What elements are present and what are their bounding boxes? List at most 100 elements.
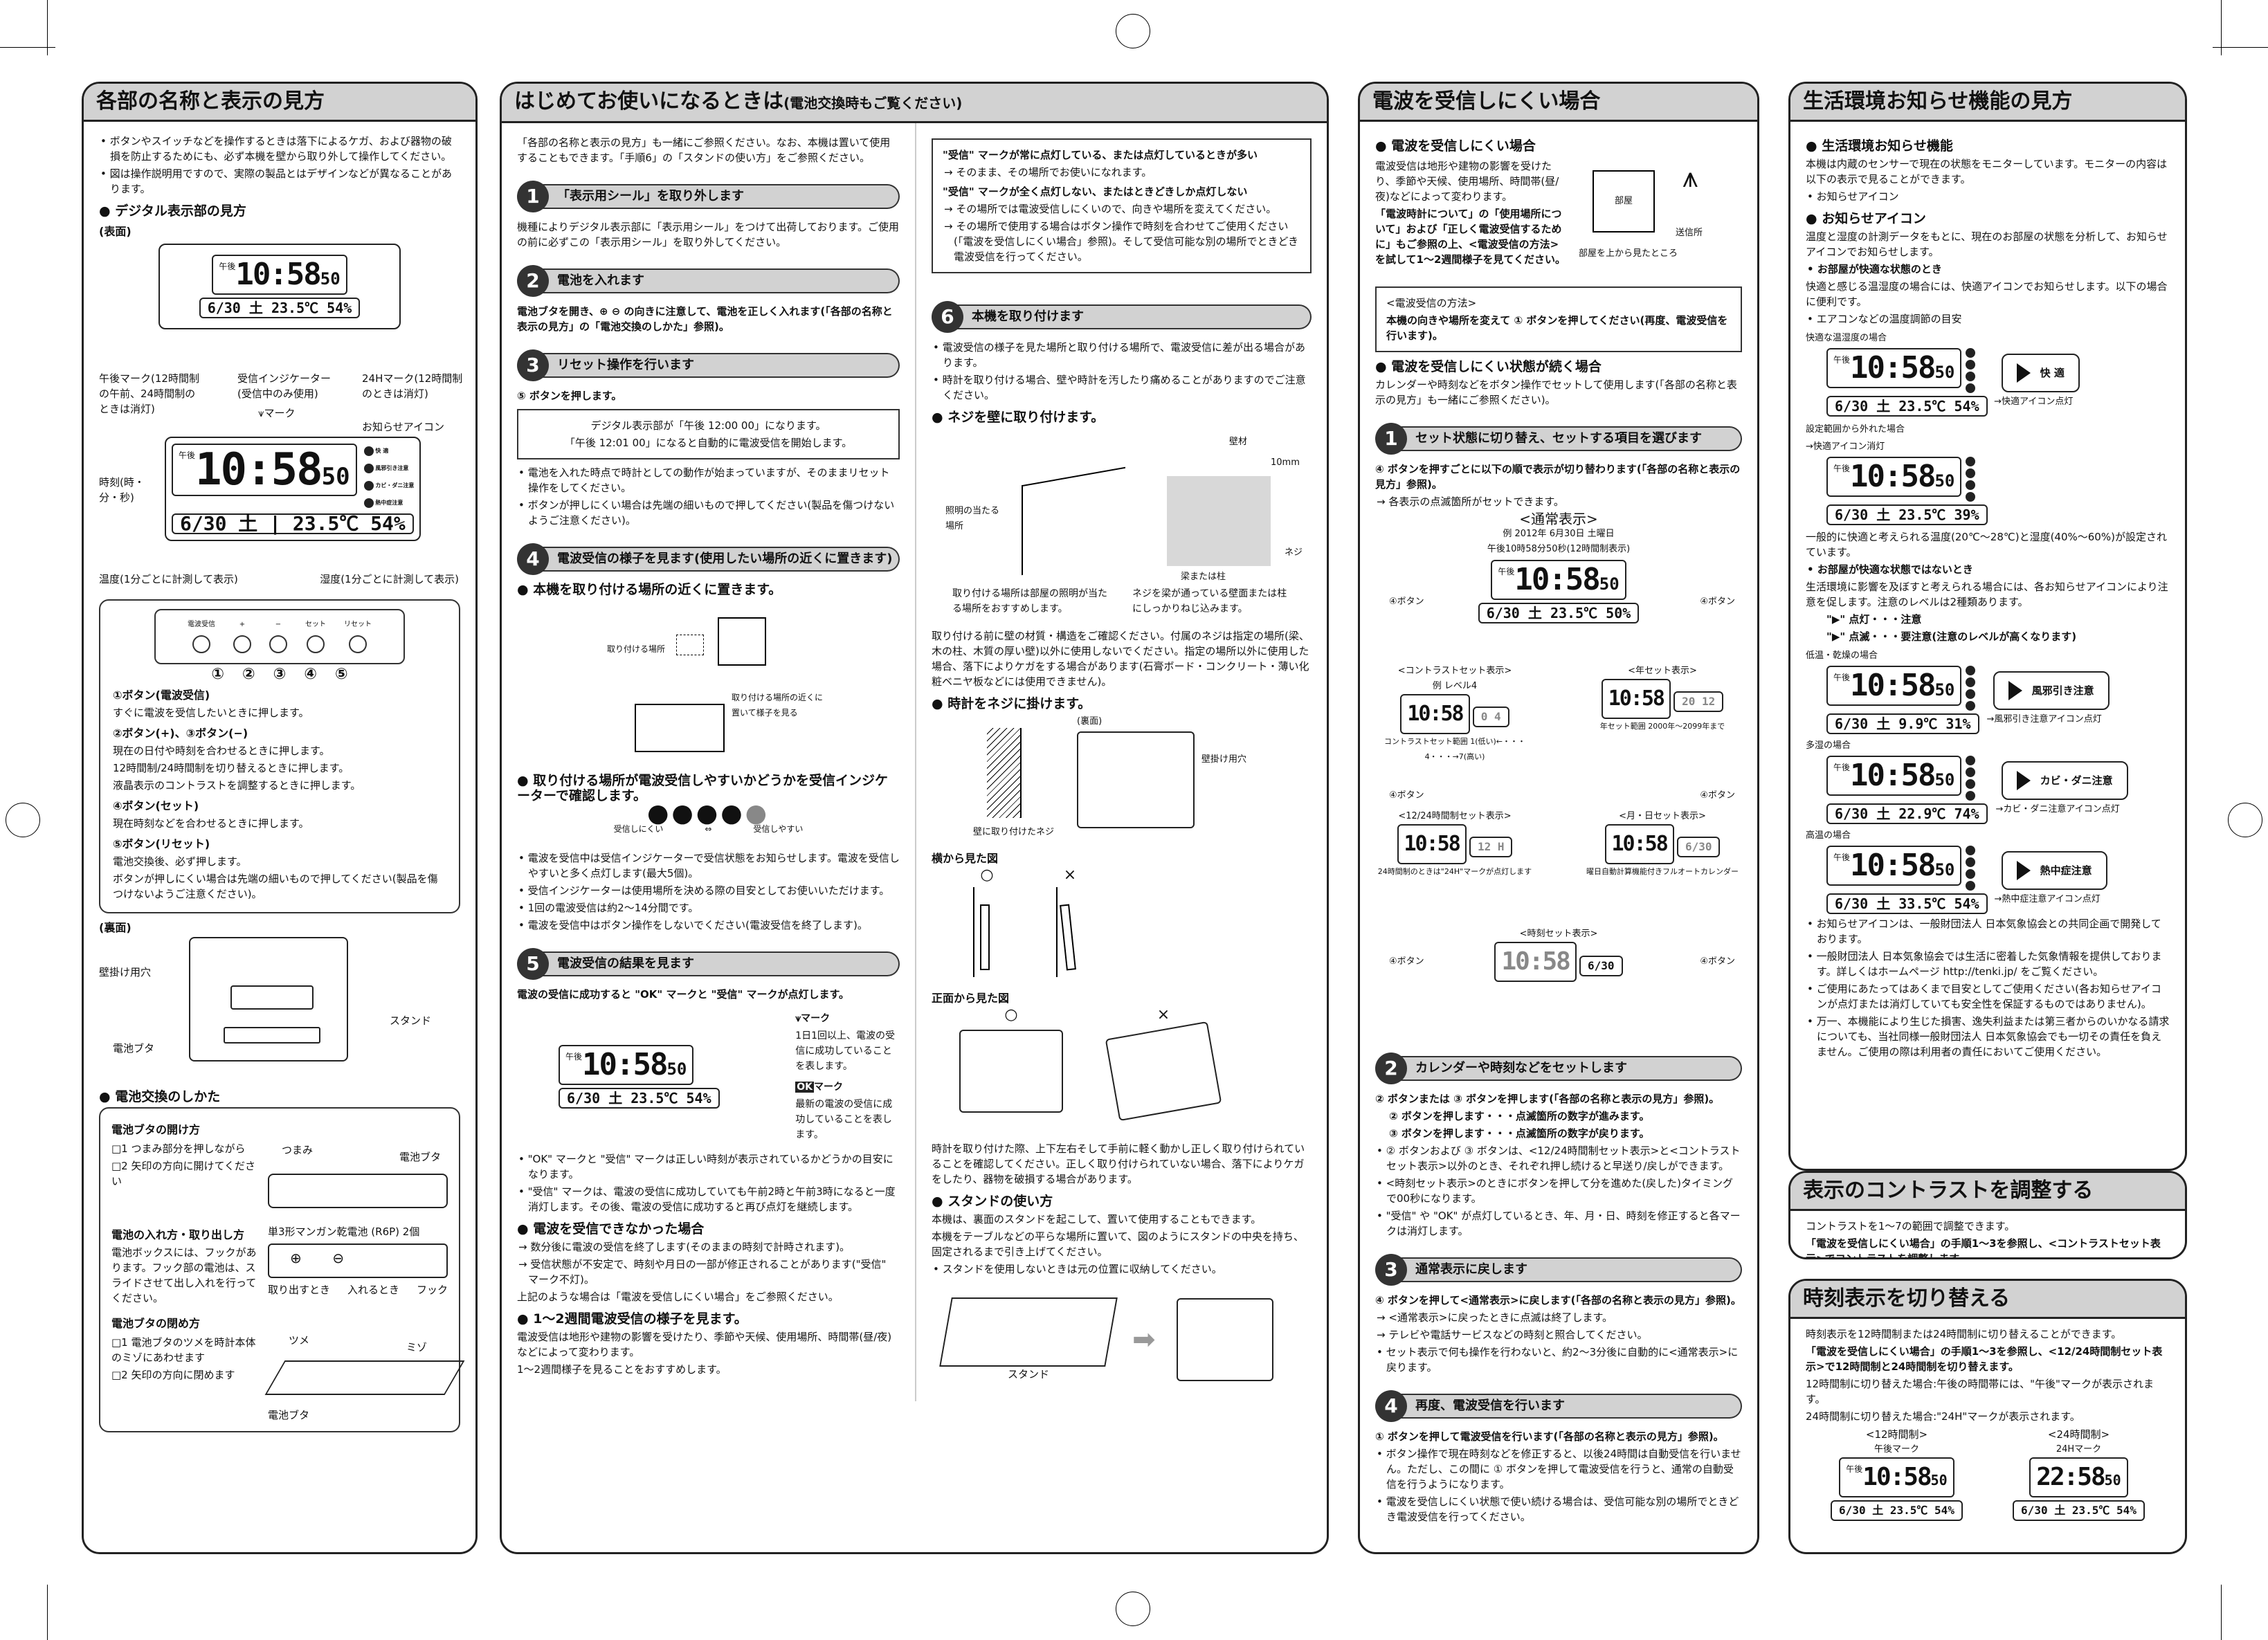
stand-illustration: スタンド ➡ [939, 1288, 1312, 1392]
crop-mark [2213, 47, 2268, 48]
clock-back-illustration: 壁掛け用穴 スタンド 電池ブタ [99, 937, 460, 1082]
screw-heading: ネジを壁に取り付けます。 [932, 410, 1312, 425]
week-text: 1〜2週間様子を見ることをおすすめします。 [517, 1363, 727, 1376]
close-step: □2 矢印の方向に閉めます [111, 1369, 235, 1381]
note: お知らせアイコンは、一般財団法人 日本気象協会との共同企画で開発しております。 [1806, 916, 2170, 947]
panel-poor-reception: 電波を受信しにくい場合 電波を受信しにくい場合 電波受信は地形や建物の影響を受け… [1358, 82, 1759, 1554]
label-tower-mark: ⩛マーク [258, 407, 296, 419]
section-heading: 電波を受信しにくい場合 [1375, 138, 1742, 154]
callout-num: ⑤ [334, 666, 348, 683]
note: 電波を受信しにくい状態で使い続ける場合は、受信可能な別の場所でときどき電波受信を… [1375, 1494, 1742, 1524]
format-24h: <24時間制> 24Hマーク 22:5850 6/30 土 23.5℃ 54% [2013, 1427, 2145, 1521]
subheading: お部屋が快適な状態のとき [1806, 262, 2170, 277]
text: 本機は内蔵のセンサーで現在の状態をモニターしています。モニターの内容は以下の表示… [1806, 158, 2168, 185]
battery-heading: 電池交換のしかた [99, 1089, 460, 1104]
button-reset[interactable]: リセット [344, 617, 372, 656]
level: "▶" 点灯・・・注意 [1826, 613, 1922, 626]
fail-item: 受信状態が不安定で、時刻や月日の一部が修正されることがあります("受信" マーク… [517, 1257, 900, 1287]
text-bold: 「電波を受信しにくい場合」の手順1〜3を参照し、<コントラストセット表示>でコン… [1806, 1237, 2161, 1259]
text-bold: 「電波時計について」の「使用場所について」および「正しく電波受信するために」もご… [1375, 208, 1566, 266]
clock-front-illustration: 午後10:5850 6/30 土 23.5℃ 54% [158, 244, 401, 329]
button-5-text: 電池交換後、必ず押します。 [113, 855, 247, 868]
column-right: "受信" マークが常に点灯している、または点灯しているときが多い そのまま、その… [916, 123, 1327, 1401]
close-illustration: ツメ ミゾ 電池ブタ [264, 1333, 465, 1423]
format-compare: <12時間制> 午後マーク 午後10:5850 6/30 土 23.5℃ 54%… [1806, 1427, 2170, 1521]
note: "OK" マークと "受信" マークは正しい時刻が表示されているかどうかの目安に… [517, 1151, 900, 1182]
open-illustration: つまみ 電池ブタ [268, 1139, 448, 1215]
text: 温度と湿度の計測データをもとに、現在のお部屋の状態を分析して、お知らせアイコンで… [1806, 230, 2168, 258]
button-set[interactable]: セット [305, 617, 326, 656]
button-1-text: すぐに電波を受信したいときに押します。 [113, 707, 309, 719]
lcd-enlarged: 午後10:5850 快 適 風邪引き注意 カビ・ダニ注意 熱中症注意 6/30 … [165, 437, 421, 541]
button-5-note: ボタンが押しにくい場合は先端の細いもので押してください(製品を傷つけないようご注… [113, 873, 438, 900]
step-lead: ② ボタンまたは ③ ボタンを押します(「各部の名称と表示の見方」参照)。 [1375, 1093, 1720, 1105]
format-12h: <12時間制> 午後マーク 午後10:5850 6/30 土 23.5℃ 54% [1831, 1427, 1963, 1521]
fail-note: 上記のような場合は「電波を受信しにくい場合」をご参照ください。 [517, 1291, 839, 1303]
wall-warning: 取り付ける前に壁の材質・構造をご確認ください。付属のネジは指定の場所(梁、木の柱… [932, 630, 1309, 688]
side-view: ○ × [973, 868, 1312, 985]
screw-illustration: 照明の当たる場所 壁材 10mm 梁または柱 ネジ [945, 437, 1303, 582]
crop-mark [2221, 1585, 2222, 1640]
lcd-sub-large: 6/30 土 | 23.5℃ 54% [172, 513, 414, 534]
callout-num: ③ [273, 666, 287, 683]
panel-title: 生活環境お知らせ機能の見方 [1790, 84, 2185, 122]
button-minus[interactable]: − [269, 617, 287, 656]
step-3-lead: ⑤ ボタンを押します。 [517, 390, 622, 402]
case-sub: →快適アイコン消灯 [1806, 441, 1885, 452]
registration-mark [1116, 1592, 1150, 1626]
label-24h-mark: 24Hマーク(12時間制のときは消灯) [362, 372, 463, 400]
panel-title: 電波を受信しにくい場合 [1360, 84, 1757, 122]
registration-mark [2228, 803, 2262, 837]
bullet: お知らせアイコン [1806, 189, 2170, 204]
text: 24時間制に切り替えた場合:"24H"マークが表示されます。 [1806, 1410, 2080, 1423]
step-sub: ③ ボタンを押します・・・点滅箇所の数字が戻ります。 [1389, 1127, 1650, 1140]
intro-note: 図は操作説明用ですので、実際の製品とはデザインなどが異なることがあります。 [99, 166, 460, 197]
note: 時計を取り付ける場合、壁や時計を汚したり痛めることがありますのでご注意ください。 [932, 372, 1312, 403]
case-label: 設定範囲から外れた場合 [1806, 424, 1905, 435]
panel-title: 各部の名称と表示の見方 [84, 84, 475, 122]
reset-box: デジタル表示部が「午後 12:00 00」になります。「午後 12:01 00」… [517, 409, 900, 459]
room-diagram: 部屋 ⩚ 送信所 部屋を上から見たところ [1579, 162, 1703, 259]
button-23-item: 液晶表示のコントラストを調整するときに押します。 [113, 779, 361, 792]
level: "▶" 点滅・・・要注意(注意のレベルが高くなります) [1826, 630, 2077, 643]
callout-num: ① [211, 666, 225, 683]
button-plus[interactable]: + [233, 617, 251, 656]
step-note: 各表示の点滅箇所がセットできます。 [1375, 494, 1742, 509]
button-23-title: ②ボタン(+)、③ボタン(−) [113, 727, 248, 740]
open-step: □2 矢印の方向に開けてください [111, 1160, 256, 1187]
stand-text: 本機は、裏面のスタンドを起こして、置いて使用することもできます。 [932, 1213, 1262, 1226]
intro-note: ボタンやスイッチなどを操作するときは落下によるケガ、および器物の破損を防止するた… [99, 134, 460, 164]
method-box: <電波受信の方法> 本機の向きや場所を変えて ① ボタンを押してください(再度、… [1375, 286, 1742, 352]
panel-first-use: はじめてお使いになるときは(電池交換時もご覧ください) 「各部の名称と表示の見方… [500, 82, 1329, 1554]
lcd-sub: 6/30 土 23.5℃ 54% [199, 298, 361, 318]
panel-title: 表示のコントラストを調整する [1790, 1173, 2185, 1211]
note: 受信インジケーターは使用場所を決める際の目安としてお使いいただけます。 [517, 883, 900, 898]
text: コントラストを1〜7の範囲で調整できます。 [1806, 1220, 2015, 1232]
step-4-heading: 本機を取り付ける場所の近くに置きます。 [517, 582, 900, 597]
range-text: 一般的に快適と考えられる温度(20℃〜28℃)と湿度(40%〜60%)が設定され… [1806, 531, 2167, 558]
front-view: ○ × [959, 1008, 1312, 1139]
screw-captions: 取り付ける場所は部屋の照明が当たる場所をおすすめします。 ネジを梁が通っている壁… [952, 588, 1287, 614]
note: セット表示で何も操作を行わないと、約2〜3分後に自動的に<通常表示>に戻ります。 [1375, 1345, 1742, 1375]
registration-mark [1116, 14, 1150, 48]
note: 万一、本機能により生じた損害、逸失利益または第三者からのいかなる請求についても、… [1806, 1014, 2170, 1059]
note: ボタンが押しにくい場合は先端の細いもので押してください(製品を傷つけないようご注… [517, 498, 900, 528]
callout-num: ④ [304, 666, 317, 683]
step-arrow: テレビや電話サービスなどの時刻と照合してください。 [1375, 1327, 1742, 1342]
label-time: 時刻(時・分・秒) [99, 476, 145, 504]
crop-mark [47, 0, 48, 55]
button-reception[interactable]: 電波受信 [188, 617, 215, 656]
label-pm-mark: 午後マーク(12時間制の午前、24時間制のときは消灯) [99, 372, 199, 415]
note: 電池を入れた時点で時計としての動作が始まっていますが、そのままリセット操作をして… [517, 465, 900, 495]
button-panel: 電波受信 + − セット リセット [154, 609, 405, 664]
reception-indicator: ●●●●● [646, 799, 770, 828]
week-text: 電波受信は地形や建物の影響を受けたり、季節や天候、使用場所、時間帯(昼/夜)など… [517, 1331, 892, 1358]
